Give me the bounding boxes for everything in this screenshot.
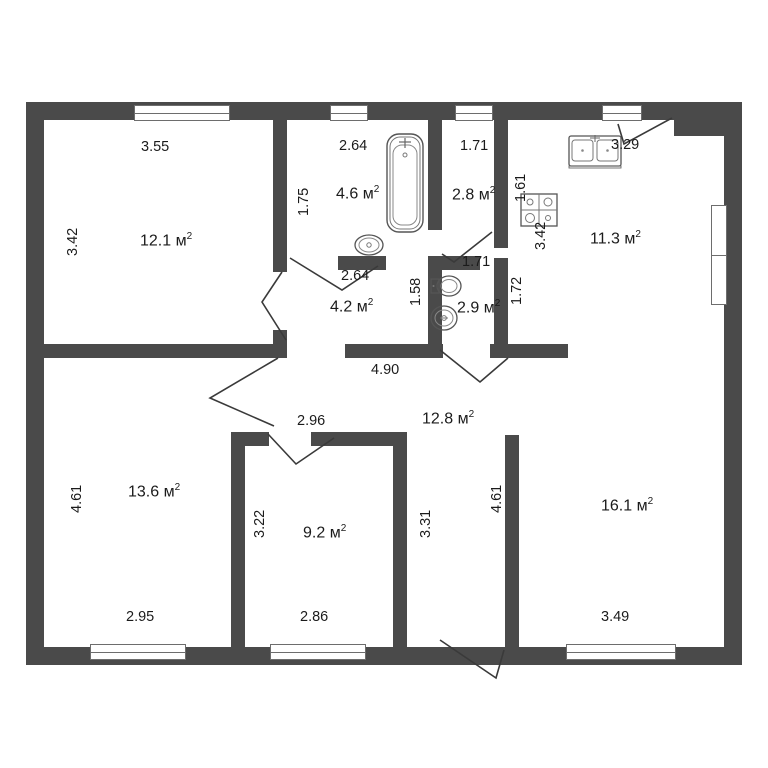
dim-4-90: 4.90 (371, 362, 400, 378)
door-room136-swing (208, 357, 279, 427)
area-label-room-121: 12.1 м2 (140, 231, 193, 250)
dim-3-31: 3.31 (418, 509, 434, 538)
dim-3-49: 3.49 (601, 609, 630, 625)
exterior-wall-left (26, 102, 44, 665)
window-bottom-1[interactable] (90, 644, 186, 660)
dim-2-86: 2.86 (300, 609, 329, 625)
area-label-room-136: 13.6 м2 (128, 482, 181, 501)
interior-wall-h-e (231, 432, 269, 446)
dim-2-95: 2.95 (126, 609, 155, 625)
dim-1-58: 1.58 (408, 277, 424, 306)
dim-4-61-left: 4.61 (69, 484, 85, 513)
interior-wall-v-g (505, 435, 519, 647)
dim-2-96: 2.96 (297, 413, 326, 429)
interior-wall-h-a (44, 344, 287, 358)
window-top-4[interactable] (602, 105, 642, 121)
area-label-room-161: 16.1 м2 (601, 496, 654, 515)
dim-1-75: 1.75 (296, 187, 312, 216)
exterior-wall-right (724, 102, 742, 665)
area-label-bath-46: 4.6 м2 (336, 184, 380, 203)
washbasin-fixture-wc (430, 305, 458, 331)
window-bottom-3[interactable] (566, 644, 676, 660)
kitchen-sink-fixture (568, 135, 622, 169)
area-label-wc-29: 2.9 м2 (457, 298, 501, 317)
interior-wall-h-d (345, 344, 443, 358)
dim-1-71-mid: 1.71 (462, 254, 491, 270)
interior-wall-v-f (393, 432, 407, 647)
dim-3-22: 3.22 (252, 509, 268, 538)
exterior-wall-bottom (26, 647, 742, 665)
dim-3-29: 3.29 (611, 137, 640, 153)
area-label-hall-42: 4.2 м2 (330, 297, 374, 316)
interior-wall-v-a (273, 102, 287, 272)
stove-fixture (520, 193, 558, 227)
washbasin-fixture-bath (354, 234, 384, 256)
interior-wall-v-d2 (494, 258, 508, 356)
interior-wall-v-e (231, 432, 245, 647)
area-label-kitchen-113: 11.3 м2 (590, 229, 641, 248)
dim-2-64-mid: 2.64 (341, 268, 370, 284)
bathtub-fixture (386, 133, 424, 233)
interior-wall-h-kitchen (508, 344, 568, 358)
window-top-3[interactable] (455, 105, 493, 121)
dim-1-71-top: 1.71 (460, 138, 489, 154)
dim-2-64-top: 2.64 (339, 138, 368, 154)
interior-wall-v-d (494, 102, 508, 248)
window-top-2[interactable] (330, 105, 368, 121)
area-label-room-28: 2.8 м2 (452, 185, 496, 204)
dim-3-42-left: 3.42 (65, 227, 81, 256)
dim-3-55: 3.55 (141, 139, 170, 155)
interior-wall-h-e2 (311, 432, 407, 446)
dim-1-72: 1.72 (509, 276, 525, 305)
dim-4-61-mid: 4.61 (489, 484, 505, 513)
toilet-fixture (430, 274, 462, 298)
dim-3-42-right: 3.42 (533, 221, 549, 250)
window-right-1[interactable] (711, 205, 727, 305)
interior-wall-v-b (428, 102, 442, 230)
area-label-corridor-128: 12.8 м2 (422, 409, 475, 428)
area-label-room-92: 9.2 м2 (303, 523, 347, 542)
window-top-1[interactable] (134, 105, 230, 121)
dim-1-61: 1.61 (513, 173, 529, 202)
window-bottom-2[interactable] (270, 644, 366, 660)
